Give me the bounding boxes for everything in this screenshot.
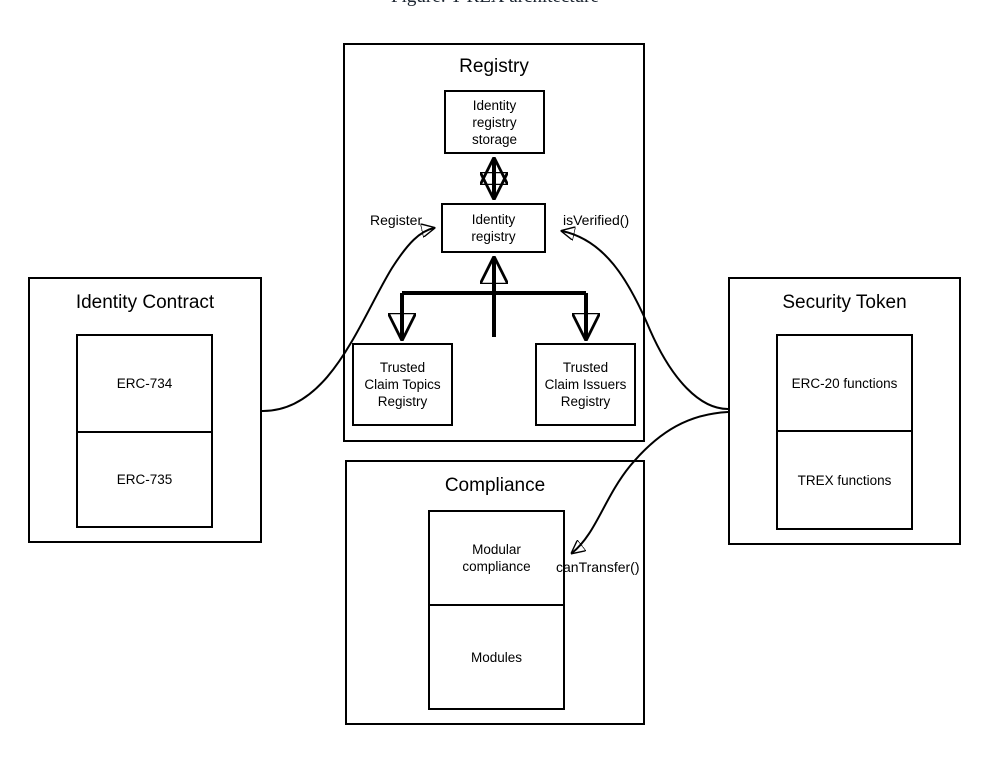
group-security-token-title: Security Token (782, 292, 907, 313)
text-line: Claim Topics (364, 377, 441, 392)
text-line: Identity (472, 97, 517, 113)
text-line: Registry (560, 394, 611, 409)
text-line: registry (472, 114, 517, 130)
text-line: Claim Issuers (544, 377, 627, 392)
node-trusted-claim-topics-registry-label: Trusted Claim Topics Registry (364, 359, 440, 410)
group-identity-contract-title: Identity Contract (75, 292, 215, 313)
edge-label-is-verified: isVerified() (563, 212, 630, 228)
text-line: Identity (471, 212, 516, 227)
text-line: Trusted (379, 360, 426, 375)
node-erc-734: ERC-734 (76, 334, 213, 433)
group-registry-title: Registry (459, 56, 529, 77)
text-line: storage (471, 131, 518, 147)
clipped-caption-text: Figure: T-REX architecture (0, 0, 990, 8)
node-modules: Modules (428, 606, 565, 710)
node-trex-functions: TREX functions (776, 432, 913, 530)
node-trex-functions-label: TREX functions (797, 472, 892, 488)
node-trusted-claim-issuers-registry: Trusted Claim Issuers Registry (535, 343, 636, 426)
text-line: compliance (462, 559, 531, 574)
group-compliance-title: Compliance (444, 475, 546, 496)
node-erc-20-functions: ERC-20 functions (776, 334, 913, 432)
node-modules-label: Modules (470, 649, 523, 665)
node-identity-registry-storage: Identity registry storage (444, 90, 545, 154)
node-identity-registry-label: Identity registry (471, 211, 515, 245)
node-modular-compliance-label: Modular compliance (462, 541, 530, 575)
node-erc-20-functions-label: ERC-20 functions (791, 375, 898, 391)
node-trusted-claim-issuers-registry-label: Trusted Claim Issuers Registry (545, 359, 627, 410)
node-modular-compliance: Modular compliance (428, 510, 565, 606)
text-line: Registry (377, 394, 428, 409)
node-identity-registry-storage-label: Identity registry storage (472, 97, 517, 148)
text-line: registry (471, 229, 516, 244)
node-erc-735-label: ERC-735 (116, 472, 173, 487)
node-erc-734-label: ERC-734 (116, 376, 173, 391)
node-trusted-claim-topics-registry: Trusted Claim Topics Registry (352, 343, 453, 426)
node-erc-735: ERC-735 (76, 433, 213, 528)
edge-label-register: Register (370, 212, 423, 228)
text-line: Trusted (562, 360, 609, 375)
text-line: Modular (472, 542, 521, 557)
edge-label-can-transfer: canTransfer() (556, 559, 640, 575)
node-identity-registry: Identity registry (441, 203, 546, 253)
